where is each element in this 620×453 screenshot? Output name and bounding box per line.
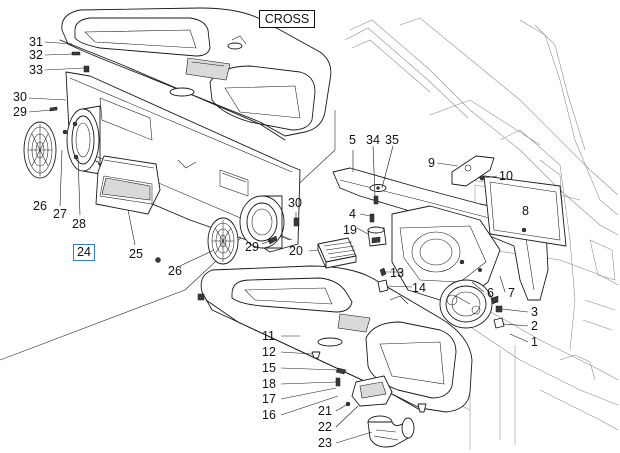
highlighted-reference-24[interactable]: 24 bbox=[73, 244, 95, 261]
callout-26-left[interactable]: 26 bbox=[33, 199, 47, 213]
center-air-duct bbox=[95, 155, 161, 215]
callout-26-right[interactable]: 26 bbox=[168, 264, 182, 278]
screw-25 bbox=[155, 257, 161, 263]
callout-28[interactable]: 28 bbox=[72, 217, 86, 231]
clip-tray-left bbox=[197, 293, 205, 301]
clip-tray-right bbox=[417, 403, 427, 413]
fuse-box-20 bbox=[317, 237, 357, 269]
callout-13[interactable]: 13 bbox=[390, 266, 404, 280]
callout-18[interactable]: 18 bbox=[262, 377, 276, 391]
callout-22[interactable]: 22 bbox=[318, 420, 332, 434]
callout-12[interactable]: 12 bbox=[262, 345, 276, 359]
callout-1[interactable]: 1 bbox=[531, 335, 538, 349]
clip-15 bbox=[335, 367, 347, 375]
clip-14 bbox=[377, 279, 389, 293]
callout-10[interactable]: 10 bbox=[499, 169, 513, 183]
speedometer-gauge bbox=[439, 279, 499, 329]
callout-25[interactable]: 25 bbox=[129, 247, 143, 261]
screw-3 bbox=[495, 305, 503, 313]
callout-5[interactable]: 5 bbox=[349, 133, 356, 147]
screw-13 bbox=[379, 267, 387, 277]
variant-badge: CROSS bbox=[259, 10, 315, 28]
callout-30-left[interactable]: 30 bbox=[13, 90, 27, 104]
upper-glovebox-tray bbox=[59, 7, 332, 141]
callout-11[interactable]: 11 bbox=[262, 329, 275, 343]
duct-elbow-23 bbox=[367, 415, 415, 448]
callout-14[interactable]: 14 bbox=[412, 281, 426, 295]
callout-21[interactable]: 21 bbox=[318, 404, 332, 418]
callout-17[interactable]: 17 bbox=[262, 392, 276, 406]
callout-34[interactable]: 34 bbox=[366, 133, 380, 147]
callout-29-left[interactable]: 29 bbox=[13, 105, 27, 119]
right-speaker-housing bbox=[239, 195, 285, 249]
callout-20[interactable]: 20 bbox=[289, 244, 303, 258]
callout-8[interactable]: 8 bbox=[522, 204, 529, 218]
left-speaker-housing bbox=[62, 105, 101, 175]
clip-30 bbox=[293, 217, 300, 227]
connector-19 bbox=[367, 226, 387, 247]
callout-6[interactable]: 6 bbox=[487, 286, 494, 300]
callout-30-right[interactable]: 30 bbox=[288, 196, 302, 210]
right-speaker-grille bbox=[207, 217, 239, 265]
screw-34 bbox=[373, 195, 379, 205]
screw-29 bbox=[267, 235, 278, 245]
clip-2 bbox=[493, 317, 505, 329]
leader-lines bbox=[28, 41, 529, 444]
lower-glovebox-tray bbox=[200, 265, 473, 413]
left-speaker-grille bbox=[23, 121, 57, 179]
rear-panel-8 bbox=[483, 175, 567, 247]
callout-31[interactable]: 31 bbox=[29, 35, 43, 49]
dashboard-fascia bbox=[391, 205, 501, 301]
screw-18 bbox=[335, 377, 341, 387]
callout-15[interactable]: 15 bbox=[262, 361, 276, 375]
screw-4 bbox=[369, 213, 375, 223]
callout-9[interactable]: 9 bbox=[428, 156, 435, 170]
callout-29-right[interactable]: 29 bbox=[245, 240, 259, 254]
callout-33[interactable]: 33 bbox=[29, 63, 43, 77]
callout-23[interactable]: 23 bbox=[318, 436, 332, 450]
callout-19[interactable]: 19 bbox=[343, 223, 357, 237]
callout-7[interactable]: 7 bbox=[508, 286, 515, 300]
callout-16[interactable]: 16 bbox=[262, 408, 276, 422]
callout-4[interactable]: 4 bbox=[349, 207, 356, 221]
screws-32-33 bbox=[71, 51, 90, 73]
screw-29-left bbox=[49, 106, 58, 112]
clip-12 bbox=[311, 351, 321, 359]
callout-2[interactable]: 2 bbox=[531, 319, 538, 333]
callout-35[interactable]: 35 bbox=[385, 133, 399, 147]
air-vent-22 bbox=[345, 375, 393, 407]
callout-32[interactable]: 32 bbox=[29, 48, 43, 62]
callout-3[interactable]: 3 bbox=[531, 305, 538, 319]
bracket-9 bbox=[451, 155, 495, 187]
callout-27[interactable]: 27 bbox=[53, 207, 67, 221]
instrument-cluster-housing bbox=[332, 167, 549, 301]
